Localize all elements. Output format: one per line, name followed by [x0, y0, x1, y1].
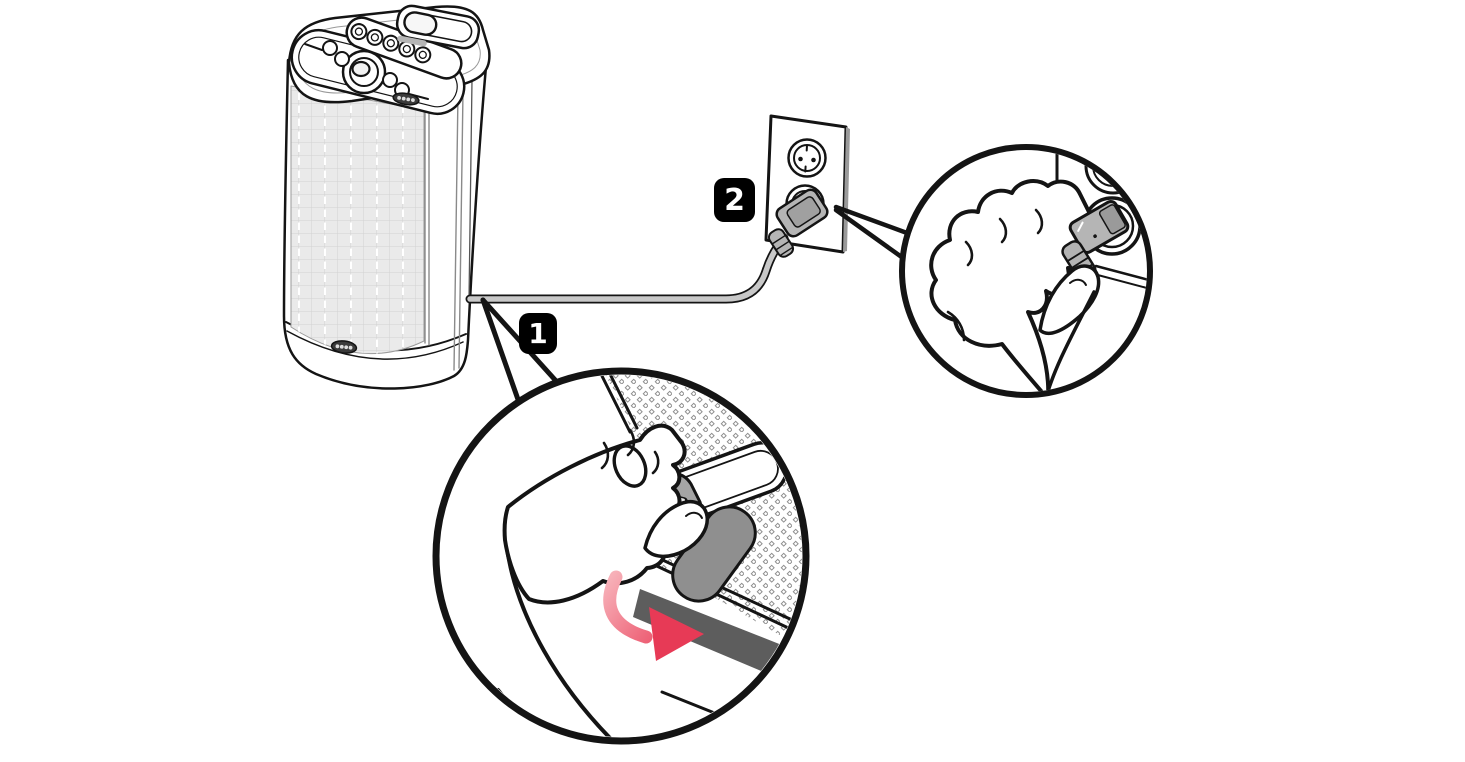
volume-knob — [341, 49, 387, 95]
thumb-bottom-circle — [643, 499, 709, 558]
red-motion-arrow — [603, 570, 704, 661]
thumbnail-line-bottom — [685, 511, 703, 519]
zoom-plug — [1068, 199, 1130, 255]
step-1-badge: 1 — [519, 313, 557, 354]
power-cable — [465, 233, 789, 304]
speaker-illustration — [282, 4, 491, 390]
zoom-plate-bottom-lines — [1093, 264, 1147, 293]
hand-right-creases — [946, 208, 1044, 342]
outlet-plate-edge — [843, 127, 850, 252]
step-1-number: 1 — [528, 317, 548, 350]
plug-cord-boot — [767, 228, 795, 258]
step-2-number: 2 — [724, 182, 745, 218]
zoom-circle-wall-plug-content — [929, 150, 1147, 392]
callout-wedge-step2 — [833, 204, 910, 261]
top-face-slot — [397, 35, 427, 47]
brand-logo-top — [392, 92, 420, 106]
hand-bottom-creases — [600, 428, 660, 475]
carry-handle — [395, 4, 481, 50]
speaker-base-band-line2 — [286, 330, 464, 360]
power-plug — [767, 188, 829, 258]
brand-logo-bottom — [330, 340, 358, 354]
panel-edge-lines — [593, 375, 639, 434]
step-2-badge: 2 — [714, 178, 755, 222]
index-fingertip — [612, 444, 648, 488]
outlet-socket-top — [787, 138, 827, 178]
control-buttons-left — [304, 40, 350, 67]
top-button-strip — [345, 16, 463, 80]
wrist-line-right — [1044, 290, 1096, 392]
hand-right-circle — [929, 179, 1094, 392]
thumbnail-line — [1069, 278, 1087, 286]
speaker-grille — [290, 85, 425, 355]
speaker-side-seams — [424, 79, 473, 371]
